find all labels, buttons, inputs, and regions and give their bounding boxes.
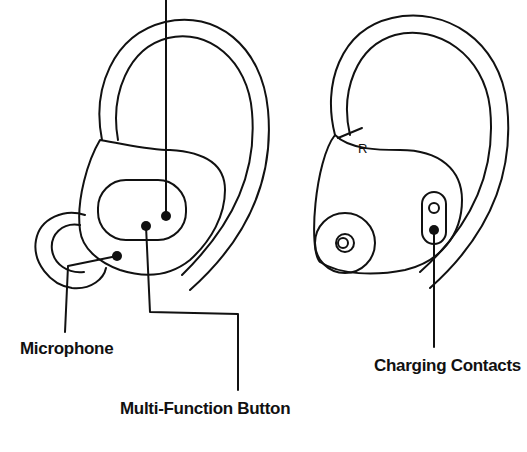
earbud-body — [314, 135, 462, 274]
leader-dot — [112, 251, 122, 261]
part-label: Multi-Function Button — [120, 400, 290, 417]
leader-line — [146, 226, 238, 390]
leader-line — [433, 230, 435, 347]
side-marker: R — [358, 142, 367, 155]
ear-tip-nozzle-inner — [338, 238, 348, 248]
part-label: Charging Contacts — [374, 357, 521, 374]
multi-function-button — [98, 180, 186, 240]
ear-tip — [315, 213, 375, 273]
leader-dot — [141, 221, 151, 231]
body-seam — [338, 128, 362, 138]
part-label: Microphone — [20, 340, 113, 357]
ear-tip-nozzle — [336, 234, 354, 252]
leader-dot — [429, 225, 439, 235]
charging-pin — [429, 203, 439, 213]
leader-dot — [161, 211, 171, 221]
earbud-body — [79, 140, 225, 275]
ear-tip — [35, 213, 106, 288]
ear-hook — [100, 20, 269, 290]
leader-line — [165, 0, 167, 216]
leader-line — [65, 256, 117, 332]
